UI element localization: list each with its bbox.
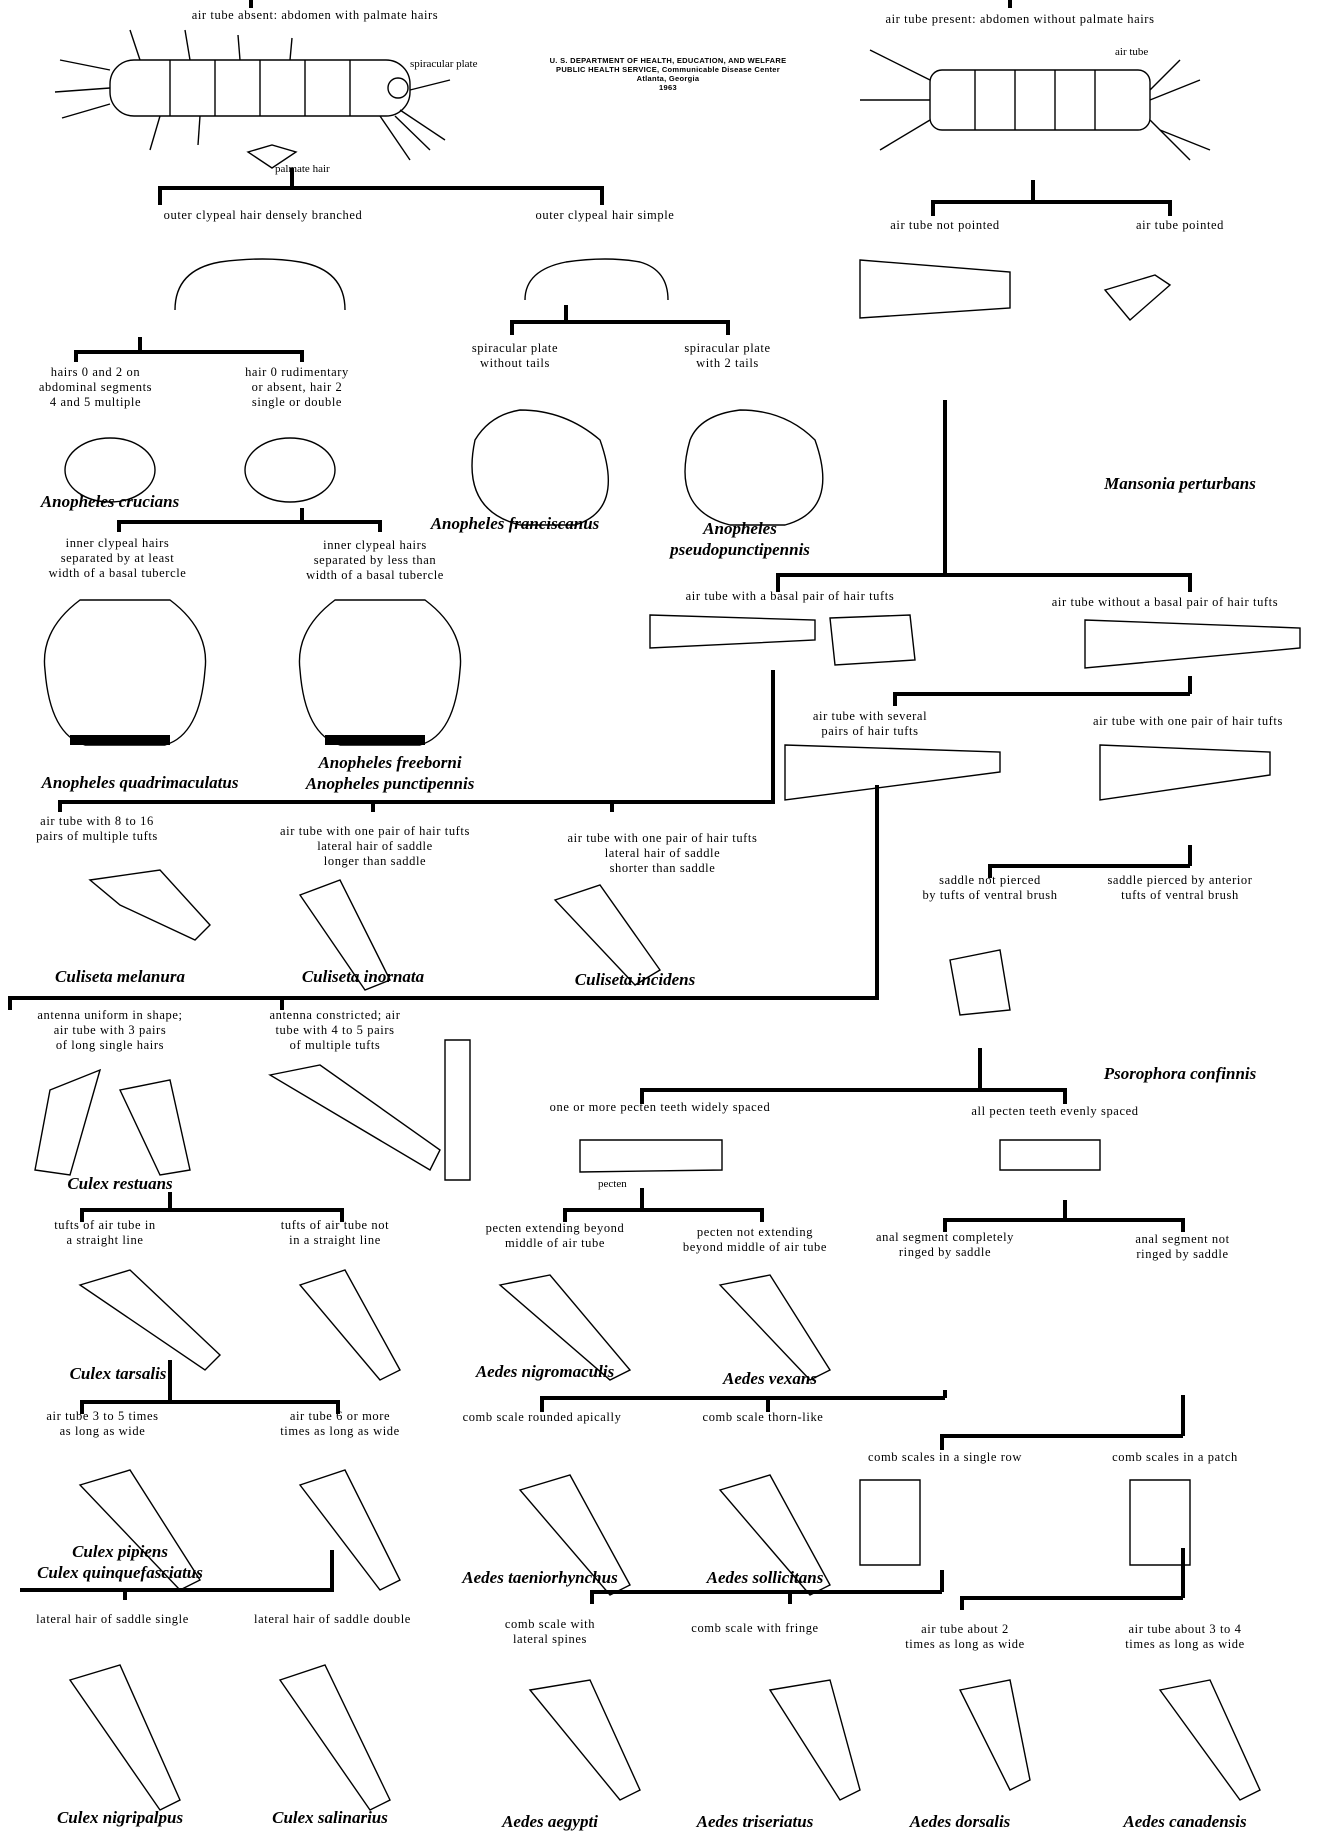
air-tube-figures: [579, 259, 1301, 1566]
species-aedes-sollicitans: Aedes sollicitans: [706, 1568, 824, 1587]
couplet-7a-label: air tube with a basal pair of hair tufts: [685, 589, 895, 603]
couplet-12a-label: one or more pecten teeth widely spaced: [549, 1100, 771, 1114]
species-culex-nigripalpus: Culex nigripalpus: [56, 1808, 184, 1827]
couplet-5b-label: inner clypeal hairs separated by less th…: [306, 538, 444, 582]
couplet-15a-label: anal segment completely ringed by saddle: [875, 1230, 1015, 1259]
couplet-14a-label: pecten extending beyond middle of air tu…: [485, 1221, 625, 1250]
couplet-5a-label: inner clypeal hairs separated by at leas…: [48, 536, 187, 580]
terminal-segment-figures: [34, 869, 1261, 1811]
species-aedes-canadensis: Aedes canadensis: [1123, 1812, 1247, 1831]
key-connector-lines: [8, 0, 1192, 1610]
couplet-12b-label: all pecten teeth evenly spaced: [971, 1104, 1139, 1118]
culicine-larva-figure: [860, 49, 1211, 161]
couplet-17a-label: comb scale rounded apically: [462, 1410, 622, 1424]
species-aedes-aegypti: Aedes aegypti: [502, 1812, 598, 1831]
palmate-hair-callout: palmate hair: [275, 163, 330, 175]
couplet-2b-label: outer clypeal hair simple: [535, 208, 675, 222]
species-mansonia-perturbans: Mansonia perturbans: [1104, 474, 1256, 493]
couplet-6b-label: air tube pointed: [1135, 218, 1225, 232]
couplet-13a-label: tufts of air tube in a straight line: [54, 1218, 156, 1247]
couplet-4a-label: spiracular plate without tails: [471, 341, 559, 370]
couplet-16a-label: air tube 3 to 5 times as long as wide: [46, 1409, 159, 1438]
couplet-6a-label: air tube not pointed: [890, 218, 1000, 232]
couplet-10b-label: saddle pierced by anterior tufts of vent…: [1107, 873, 1253, 902]
air-tube-callout: air tube: [1115, 46, 1149, 58]
species-aedes-triseriatus: Aedes triseriatus: [696, 1812, 814, 1831]
couplet-11a-label: antenna uniform in shape; air tube with …: [37, 1008, 183, 1052]
couplet-3a-label: hairs 0 and 2 on abdominal segments 4 an…: [38, 365, 153, 409]
couplet-16b-label: air tube 6 or more times as long as wide: [280, 1409, 400, 1438]
species-aedes-nigromaculis: Aedes nigromaculis: [475, 1362, 615, 1381]
couplet-20a-label: comb scale with lateral spines: [504, 1617, 596, 1646]
species-aedes-taeniorhynchus: Aedes taeniorhynchus: [462, 1568, 618, 1587]
species-culex-pipiens-quinquefasciatus: Culex pipiens Culex quinquefasciatus: [37, 1542, 203, 1582]
issuing-agency-line-4: 1963: [659, 83, 677, 92]
species-anopheles-crucians: Anopheles crucians: [40, 492, 180, 511]
couplet-19b-label: lateral hair of saddle double: [254, 1612, 411, 1626]
species-anopheles-freeborni-punctipennis: Anopheles freeborni Anopheles punctipenn…: [305, 753, 475, 793]
couplet-8b-label: air tube with one pair of hair tufts: [1093, 714, 1283, 728]
couplet-9b-label: air tube with one pair of hair tufts lat…: [280, 824, 470, 868]
species-anopheles-franciscanus: Anopheles franciscanus: [430, 514, 600, 533]
species-culex-restuans: Culex restuans: [67, 1174, 173, 1193]
couplet-18a-label: comb scales in a single row: [867, 1450, 1022, 1464]
couplet-21b-label: air tube about 3 to 4 times as long as w…: [1125, 1622, 1245, 1651]
couplet-15b-label: anal segment not ringed by saddle: [1135, 1232, 1230, 1261]
couplet-19a-label: lateral hair of saddle single: [36, 1612, 189, 1626]
issuing-agency-line-3: Atlanta, Georgia: [636, 74, 700, 83]
couplet-8a-label: air tube with several pairs of hair tuft…: [812, 709, 928, 738]
species-anopheles-quadrimaculatus: Anopheles quadrimaculatus: [41, 773, 239, 792]
couplet-3b-label: hair 0 rudimentary or absent, hair 2 sin…: [245, 365, 349, 409]
species-aedes-vexans: Aedes vexans: [723, 1369, 817, 1388]
issuing-agency-line-2: PUBLIC HEALTH SERVICE, Communicable Dise…: [556, 65, 780, 74]
species-culiseta-incidens: Culiseta incidens: [574, 970, 696, 989]
species-psorophora-confinnis: Psorophora confinnis: [1103, 1064, 1257, 1083]
head-capsule-sclerite-bars: [70, 735, 425, 745]
couplet-21a-label: air tube about 2 times as long as wide: [905, 1622, 1025, 1651]
couplet-2a-label: outer clypeal hair densely branched: [163, 208, 363, 222]
couplet-17b-label: comb scale thorn-like: [702, 1410, 824, 1424]
spiracular-plate-callout: spiracular plate: [410, 58, 478, 70]
couplet-9c-label: air tube with one pair of hair tufts lat…: [567, 831, 758, 875]
species-culex-tarsalis: Culex tarsalis: [69, 1364, 167, 1383]
issuing-agency-line-1: U. S. DEPARTMENT OF HEALTH, EDUCATION, A…: [549, 56, 787, 65]
species-anopheles-pseudopunctipennis: Anopheles pseudopunctipennis: [670, 519, 810, 559]
couplet-13b-label: tufts of air tube not in a straight line: [280, 1218, 390, 1247]
couplet-20b-label: comb scale with fringe: [691, 1621, 819, 1635]
couplet-18b-label: comb scales in a patch: [1112, 1450, 1238, 1464]
species-culiseta-melanura: Culiseta melanura: [55, 967, 185, 986]
issuing-agency-block: U. S. DEPARTMENT OF HEALTH, EDUCATION, A…: [538, 56, 798, 92]
head-capsule-figures: [43, 258, 824, 746]
anopheles-larva-figure: [54, 29, 451, 169]
species-culiseta-inornata: Culiseta inornata: [301, 967, 425, 986]
couplet-7b-label: air tube without a basal pair of hair tu…: [1051, 595, 1279, 609]
couplet-14b-label: pecten not extending beyond middle of ai…: [682, 1225, 828, 1254]
species-culex-salinarius: Culex salinarius: [272, 1808, 388, 1827]
species-aedes-dorsalis: Aedes dorsalis: [909, 1812, 1011, 1831]
couplet-10a-label: saddle not pierced by tufts of ventral b…: [922, 873, 1058, 902]
couplet-1a-label: air tube absent: abdomen with palmate ha…: [191, 8, 439, 22]
couplet-4b-label: spiracular plate with 2 tails: [684, 341, 771, 370]
couplet-11b-label: antenna constricted; air tube with 4 to …: [269, 1008, 401, 1052]
pecten-callout: pecten: [598, 1178, 627, 1190]
couplet-1b-label: air tube present: abdomen without palmat…: [885, 12, 1155, 26]
couplet-9a-label: air tube with 8 to 16 pairs of multiple …: [36, 814, 158, 843]
